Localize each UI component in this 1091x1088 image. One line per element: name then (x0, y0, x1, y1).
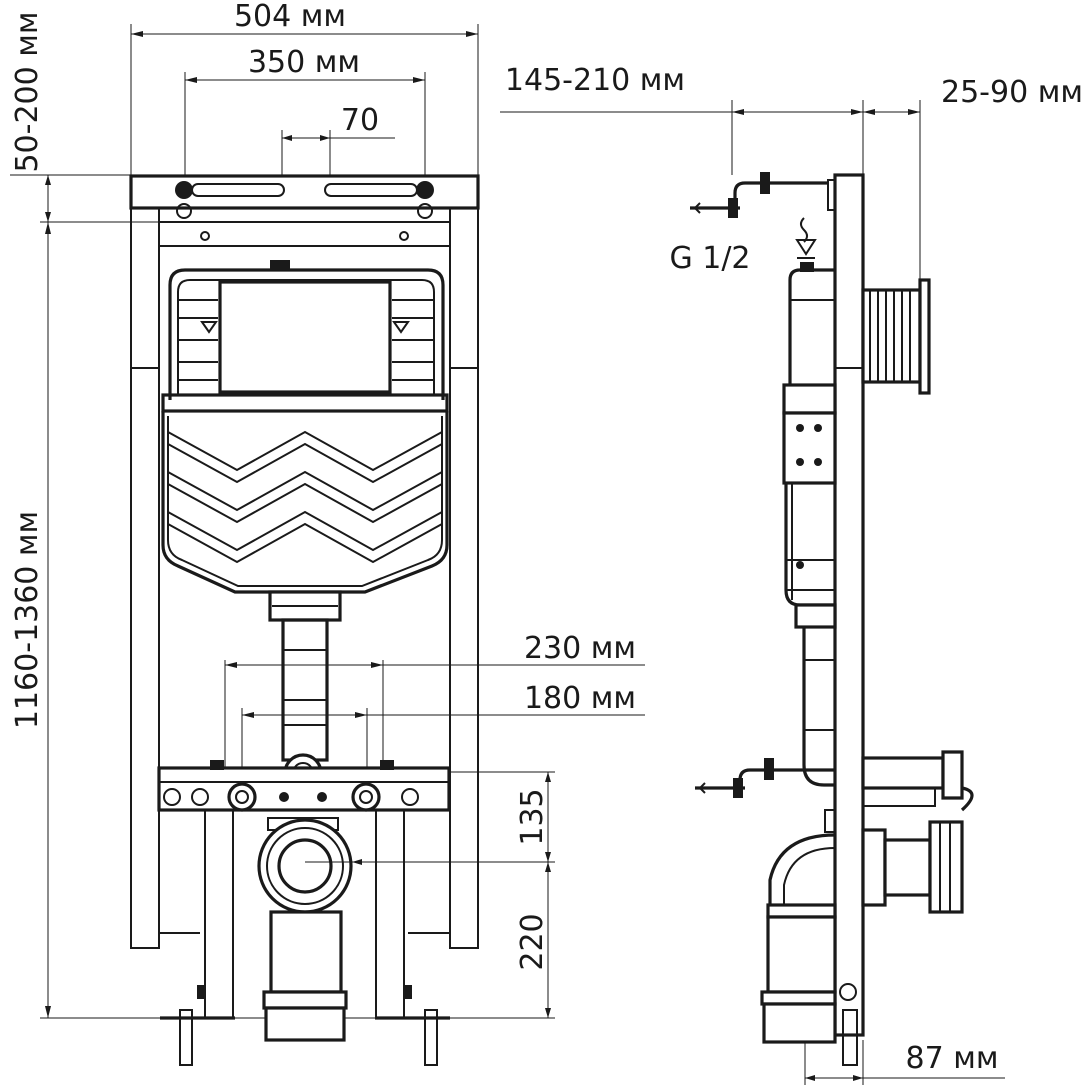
water-inlet: G 1/2 (669, 217, 817, 276)
side-view: 145-210 мм 25-90 мм G 1/2 (500, 63, 1083, 1085)
cistern-ribs-left (178, 299, 218, 381)
label-top-adjust: 50-200 мм (10, 11, 45, 172)
flush-plate-frame (861, 278, 931, 395)
legs (160, 809, 450, 1066)
label-drain-spacing-inner: 180 мм (524, 681, 636, 716)
label-water-inlet: G 1/2 (669, 241, 750, 276)
dim-drain-spacing: 230 мм 180 мм (224, 631, 645, 770)
side-outlet (760, 809, 858, 1066)
dim-outlet-vertical: 135 220 (305, 771, 555, 1018)
label-outlet-depth: 87 мм (906, 1041, 999, 1076)
front-view: 504 мм 350 мм 70 50-200 мм (10, 0, 645, 1066)
cistern (161, 260, 449, 594)
dim-slot-gap: 70 (281, 103, 395, 190)
side-cistern (782, 268, 837, 607)
dim-frame-width: 504 мм (130, 0, 479, 176)
dim-total-height: 1160-1360 мм (10, 222, 555, 1019)
label-outlet-height: 220 (515, 913, 550, 970)
wave-pattern (167, 430, 443, 564)
label-frame-width: 504 мм (234, 0, 346, 34)
top-bracket (690, 172, 828, 218)
label-slot-gap: 70 (341, 103, 379, 138)
dim-top-adjust: 50-200 мм (10, 11, 160, 223)
bowl-connectors (861, 750, 974, 914)
flush-pipe (268, 590, 342, 793)
dim-side-top: 145-210 мм 25-90 мм (500, 63, 1083, 280)
side-column (827, 173, 865, 1037)
label-drain-spacing-outer: 230 мм (524, 631, 636, 666)
label-total-height: 1160-1360 мм (10, 511, 45, 729)
bottom-bracket (695, 758, 835, 798)
frame (129, 174, 480, 949)
support-bar (157, 760, 451, 812)
cistern-ribs-right (392, 299, 434, 381)
label-mount-span: 350 мм (248, 45, 360, 80)
label-wall-depth: 145-210 мм (505, 63, 685, 98)
dim-outlet-depth: 87 мм (804, 1040, 1005, 1085)
dim-mount-span: 350 мм (184, 45, 426, 190)
label-inlet-offset: 135 (515, 788, 550, 845)
label-flush-plate-range: 25-90 мм (941, 75, 1083, 110)
outlet-pipe (257, 817, 353, 1042)
side-flush-pipe (794, 603, 837, 787)
